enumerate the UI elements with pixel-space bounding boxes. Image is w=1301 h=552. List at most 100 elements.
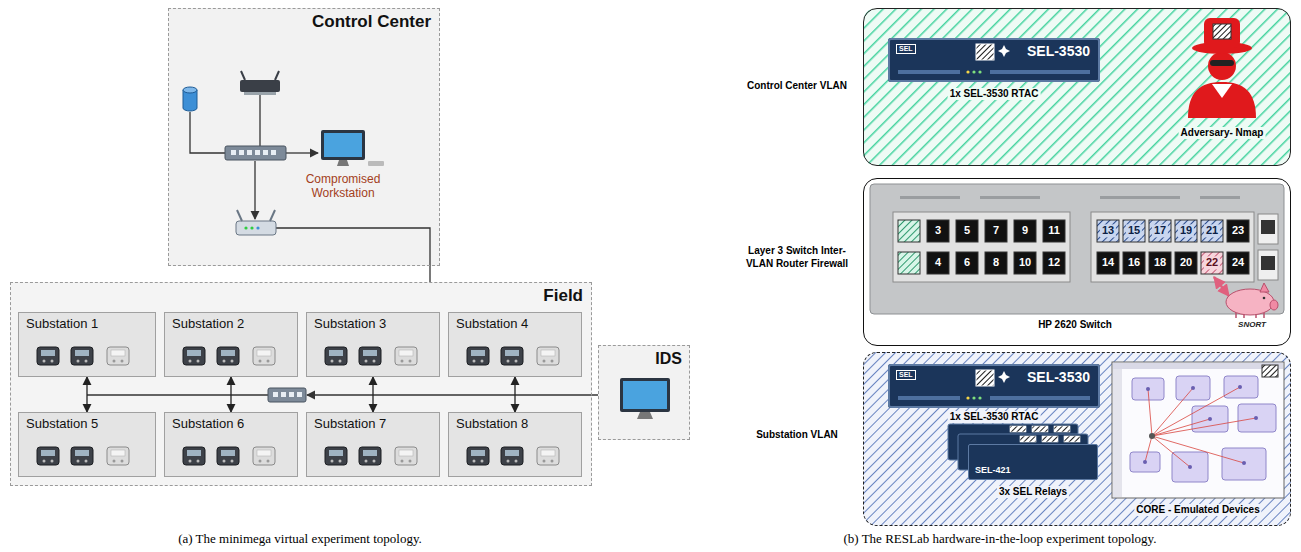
network-wire <box>87 394 598 395</box>
substation-box: Substation 8 <box>448 412 582 477</box>
core-screenshot <box>1145 387 1256 467</box>
relay-icons <box>325 447 417 465</box>
box-title: Substation 1 <box>26 316 98 332</box>
core-screenshot <box>1146 387 1150 391</box>
core-screenshot <box>1224 376 1258 398</box>
relay-icons <box>467 447 489 465</box>
device-label: CORE - Emulated Devices <box>1134 504 1261 516</box>
device-name: SEL-3530 <box>1027 44 1090 59</box>
relay-icons <box>359 347 381 365</box>
adversary-icon <box>1204 18 1240 48</box>
relay-icons <box>537 347 559 365</box>
switch-illustration <box>985 220 1007 242</box>
relay-icons <box>537 447 559 465</box>
box-title: Substation 6 <box>172 416 244 432</box>
switch-illustration <box>1227 220 1249 242</box>
switch-illustration <box>893 212 1070 282</box>
port-number: 8 <box>993 256 999 269</box>
relay-icons <box>325 347 347 365</box>
network-wire <box>286 152 318 153</box>
substation-box: Substation 4 <box>448 312 582 377</box>
network-wire <box>276 228 430 282</box>
router-icon <box>241 71 279 80</box>
relay-stack <box>1032 426 1048 432</box>
core-screenshot <box>1152 436 1244 463</box>
relay-icons <box>183 347 275 365</box>
snort-pig <box>1263 297 1266 300</box>
substation-box-fill <box>18 412 156 477</box>
device-label: 3x SEL Relays <box>997 486 1069 498</box>
switch-illustration <box>1175 252 1197 274</box>
port-number: 6 <box>964 256 970 269</box>
port-number: 17 <box>1152 224 1168 237</box>
switch-illustration <box>956 220 978 242</box>
core-screenshot <box>1145 436 1152 462</box>
switch-illustration <box>1100 196 1180 199</box>
switch-illustration <box>1149 252 1171 274</box>
adversary-icon <box>1208 52 1236 80</box>
switch-icon <box>271 150 276 155</box>
adversary-icon <box>1210 60 1234 66</box>
core-screenshot <box>1152 418 1256 436</box>
port-number: 16 <box>1128 256 1140 269</box>
router-icon <box>240 71 280 95</box>
substation-box: Substation 6 <box>164 412 298 477</box>
box-title: Substation 3 <box>314 316 386 332</box>
substation-box-fill <box>306 412 440 477</box>
connector <box>230 377 231 412</box>
box-title: Field <box>543 286 583 306</box>
core-screenshot <box>1238 385 1242 389</box>
router-icon <box>244 92 276 95</box>
port-number: 9 <box>1022 224 1028 237</box>
ids-zone-fill <box>598 345 690 440</box>
box-title: Substation 7 <box>314 416 386 432</box>
switch-illustration <box>1043 220 1065 242</box>
relay-stack <box>1020 436 1036 442</box>
relay-icons <box>325 447 347 465</box>
device-name: SEL-421 <box>975 466 1011 476</box>
vlan-panel: Control Center VLANSELSEL-3530 <box>863 8 1291 166</box>
workstation-icon <box>321 130 384 166</box>
relay-icons <box>37 447 129 465</box>
workstation-icon <box>368 161 384 166</box>
switch-panel-fill <box>863 178 1291 346</box>
core-screenshot <box>1152 436 1190 467</box>
relay-icons <box>217 347 239 365</box>
box-title: Substation 4 <box>456 316 528 332</box>
database-icon <box>183 87 197 93</box>
relay-icons <box>467 347 559 365</box>
core-screenshot <box>1112 362 1284 498</box>
relay-icons <box>37 347 59 365</box>
field-zone: FieldSubstation 1Substation 2Substation … <box>10 282 592 486</box>
switch-illustration <box>1123 252 1145 274</box>
switch-illustration <box>956 252 978 274</box>
core-screenshot <box>1254 416 1258 420</box>
relay-icons <box>467 447 559 465</box>
core-screenshot <box>1188 465 1192 469</box>
relay-icons <box>37 347 559 465</box>
relay-icons <box>217 447 239 465</box>
switch-illustration <box>898 252 920 274</box>
snort-pig <box>1260 283 1269 292</box>
workstation-icon <box>337 160 349 166</box>
switch-icon <box>268 388 306 402</box>
rtac-detail <box>898 44 1090 74</box>
switch-illustration <box>927 220 949 242</box>
switch-icon <box>225 146 286 160</box>
switch-illustration <box>870 184 1284 314</box>
control-center-zone-fill <box>168 8 440 266</box>
core-screenshot <box>1130 376 1276 482</box>
substation-box-fill <box>164 312 298 377</box>
device-name: SEL-3530 <box>1027 370 1090 385</box>
wireless-router-icon <box>244 226 247 229</box>
switch-icon <box>225 146 286 160</box>
snort-pig <box>1214 277 1278 318</box>
brand-badge: SEL <box>896 370 916 380</box>
substation-box: Substation 3 <box>306 312 440 377</box>
port-number: 18 <box>1154 256 1166 269</box>
core-screenshot <box>1152 388 1193 436</box>
switch-icon <box>231 150 276 155</box>
